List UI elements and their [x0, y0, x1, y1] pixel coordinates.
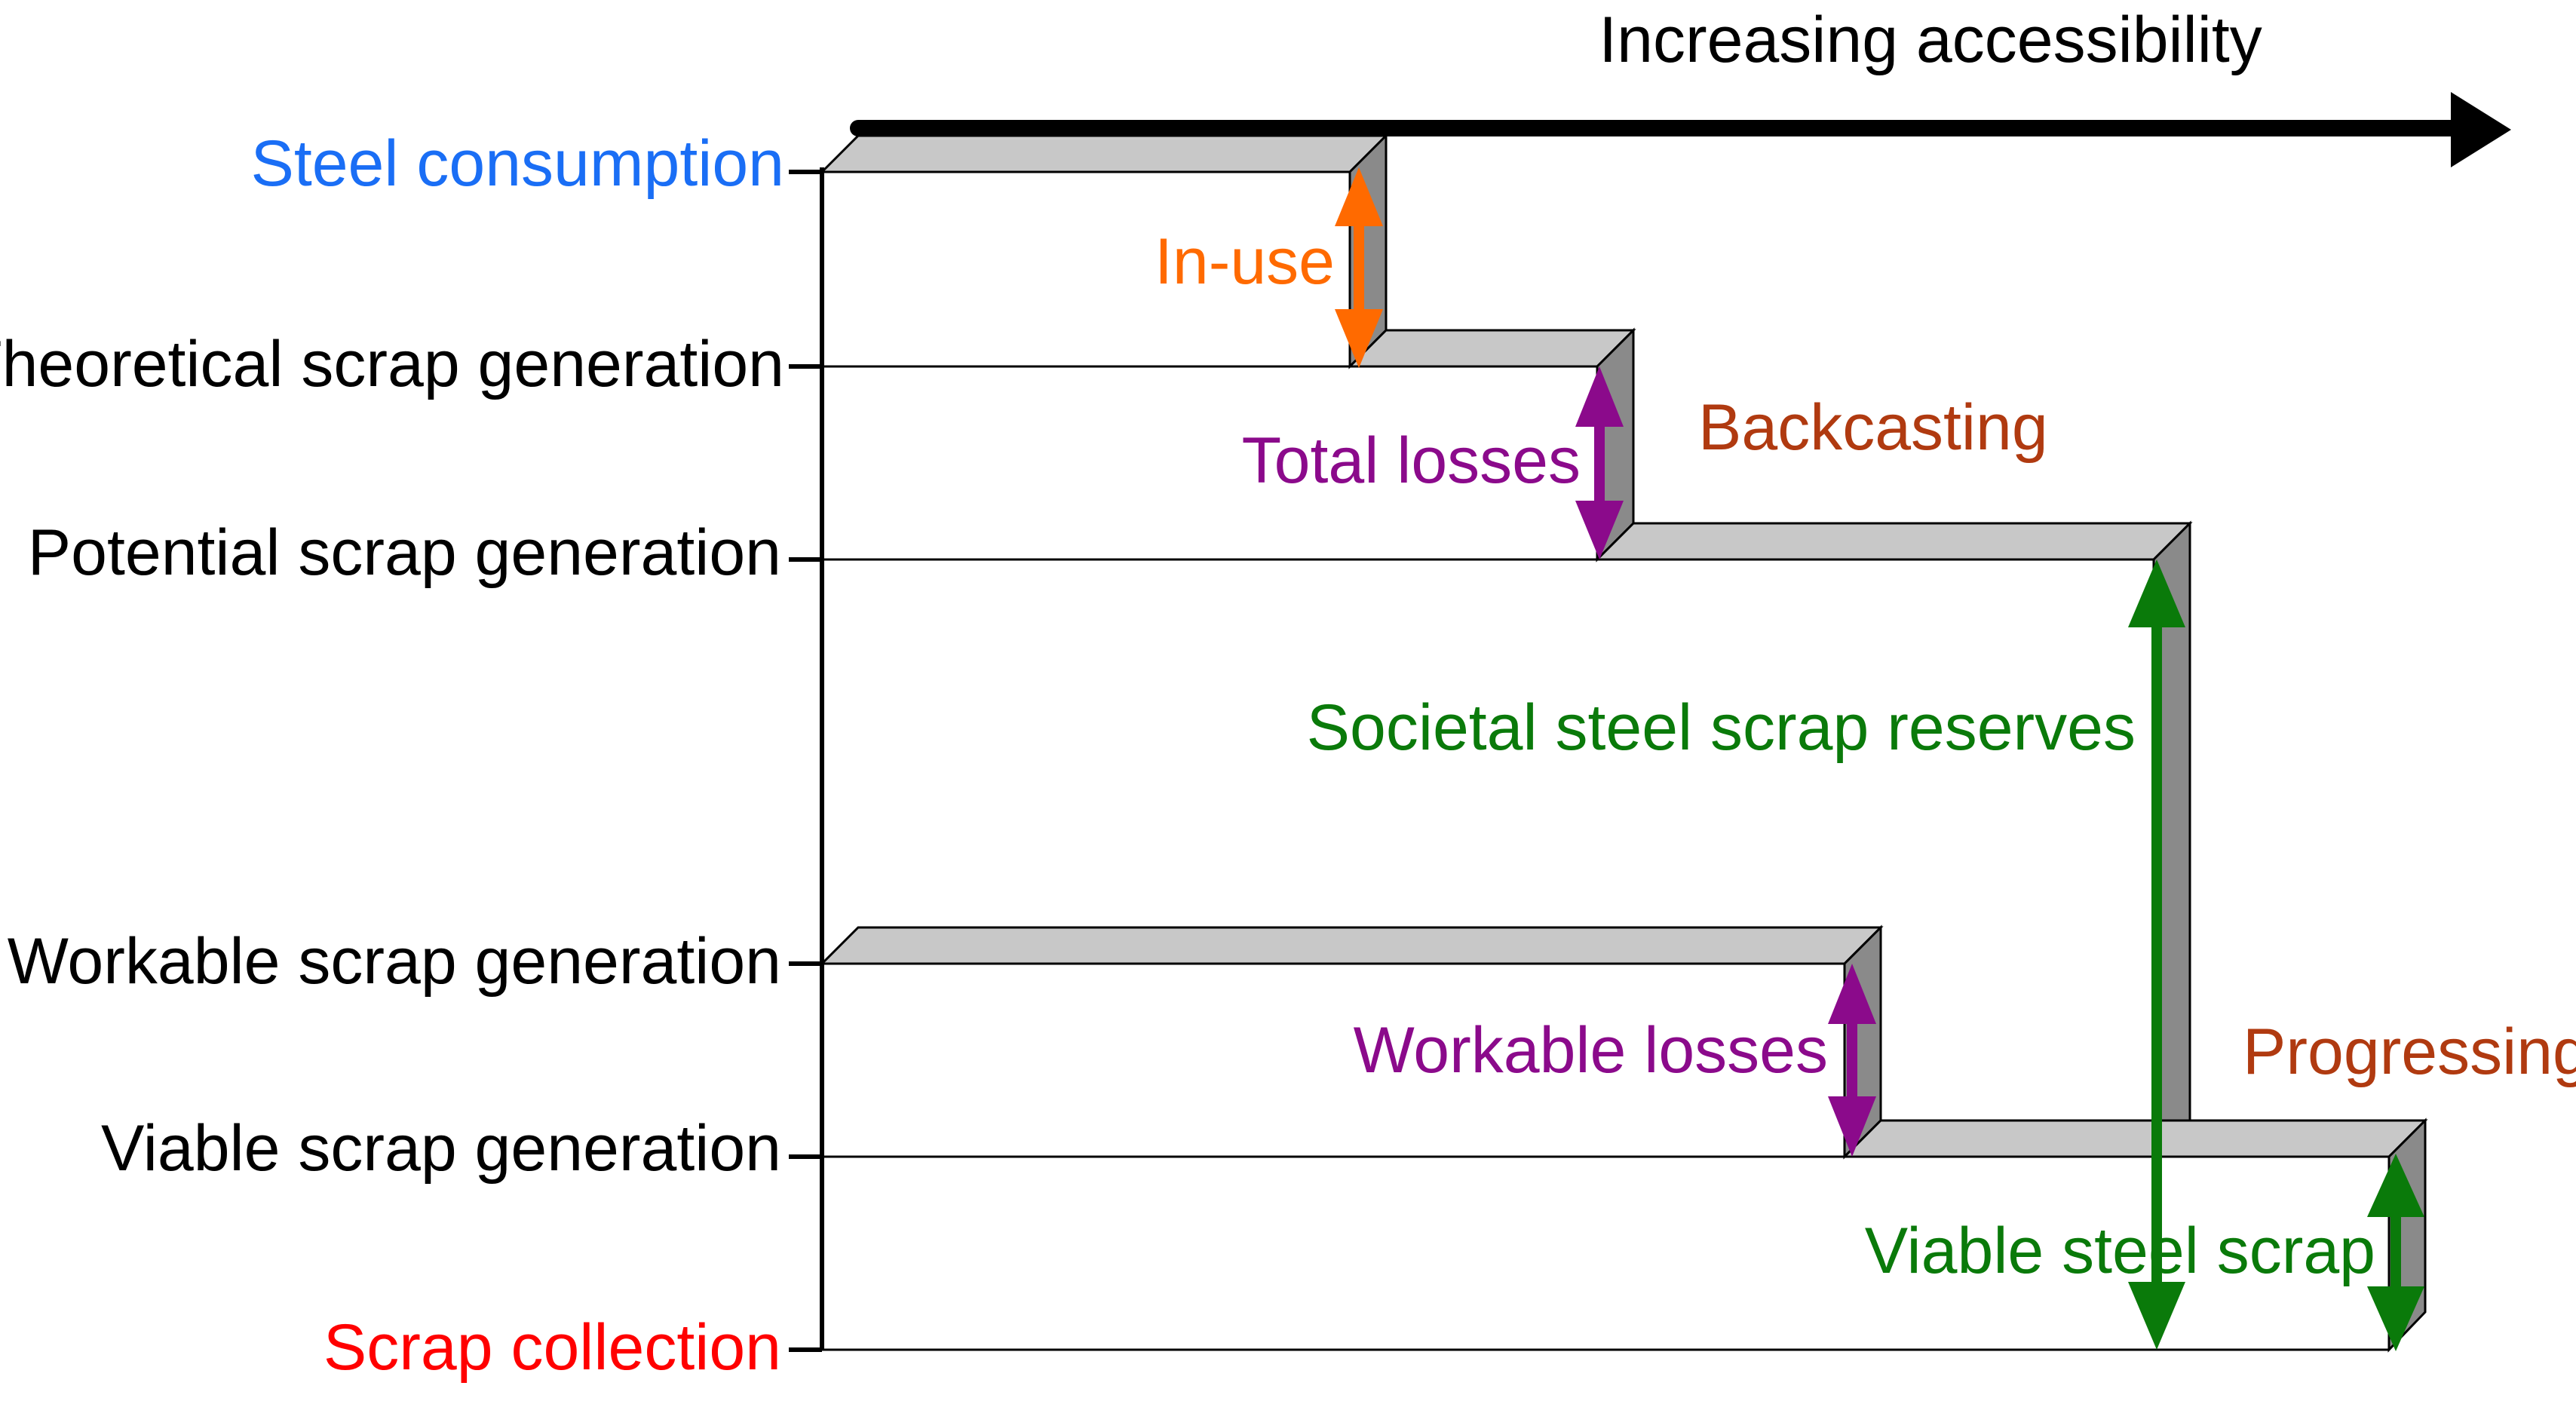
- societal-reserves-arrow: [2128, 559, 2185, 1350]
- total-losses-arrow: [1575, 366, 1624, 559]
- axis-ticks: [789, 170, 822, 1352]
- in-use-arrow: [1335, 167, 1383, 368]
- label-potential-scrap: Potential scrap generation: [28, 517, 781, 589]
- accessibility-arrow: [850, 92, 2511, 167]
- label-scrap-collection: Scrap collection: [324, 1311, 781, 1384]
- annotation-in-use: In-use: [1155, 225, 1335, 298]
- annotation-societal-reserves: Societal steel scrap reserves: [1307, 691, 2136, 764]
- annotation-total-losses: Total losses: [1242, 425, 1581, 497]
- annotation-workable-losses: Workable losses: [1354, 1014, 1828, 1087]
- label-theoretical-scrap: Theoretical scrap generation: [0, 328, 784, 400]
- workable-losses-arrow: [1828, 964, 1876, 1157]
- title: Increasing accessibility: [1599, 4, 2262, 76]
- annotation-backcasting: Backcasting: [1698, 391, 2048, 464]
- viable-scrap-arrow: [2367, 1154, 2424, 1351]
- annotation-progressing: Progressing: [2243, 1016, 2576, 1088]
- label-steel-consumption: Steel consumption: [250, 127, 784, 200]
- label-viable-scrap: Viable scrap generation: [101, 1112, 781, 1185]
- annotation-viable-scrap: Viable steel scrap: [1865, 1215, 2375, 1287]
- label-workable-scrap: Workable scrap generation: [8, 925, 781, 998]
